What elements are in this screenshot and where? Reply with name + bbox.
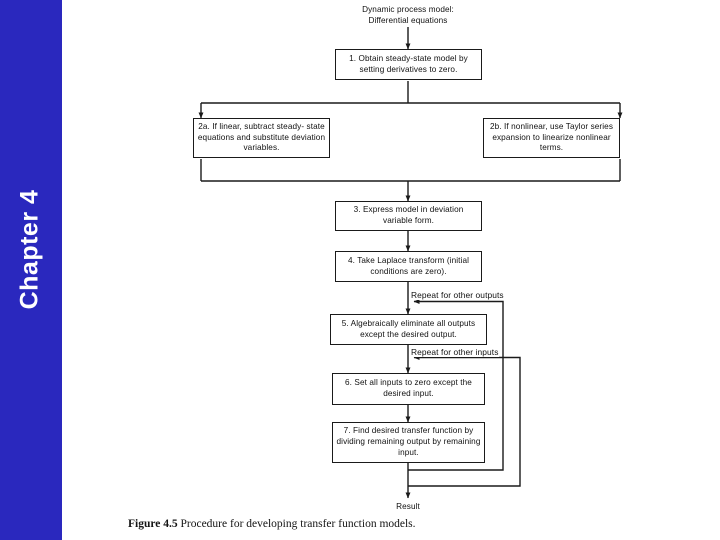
step-2a-linear-branch[interactable]: 2a. If linear, subtract steady- state eq…	[193, 118, 330, 158]
start-label: Dynamic process model: Differential equa…	[362, 5, 454, 26]
step-2b-nonlinear-branch[interactable]: 2b. If nonlinear, use Taylor series expa…	[483, 118, 620, 158]
repeat-inputs-label: Repeat for other inputs	[411, 347, 499, 358]
step-5-eliminate-outputs[interactable]: 5. Algebraically eliminate all outputs e…	[330, 314, 487, 345]
step-3-deviation-variable-form[interactable]: 3. Express model in deviation variable f…	[335, 201, 482, 231]
chapter-sidebar: Chapter 4	[0, 0, 62, 540]
step-6-zero-inputs[interactable]: 6. Set all inputs to zero except the des…	[332, 373, 485, 405]
chapter-label: Chapter 4	[15, 189, 44, 310]
step-7-find-transfer-function[interactable]: 7. Find desired transfer function by div…	[332, 422, 485, 463]
repeat-outputs-label: Repeat for other outputs	[411, 290, 504, 301]
figure-caption: Figure 4.5 Procedure for developing tran…	[128, 518, 416, 530]
step-1-steady-state-model[interactable]: 1. Obtain steady-state model by setting …	[335, 49, 482, 80]
step-4-laplace-transform[interactable]: 4. Take Laplace transform (initial condi…	[335, 251, 482, 282]
figure-4-5-flowchart: Dynamic process model: Differential equa…	[62, 0, 720, 540]
figure-caption-text: Procedure for developing transfer functi…	[180, 518, 416, 530]
figure-caption-number: Figure 4.5	[128, 518, 178, 530]
result-label: Result	[396, 502, 420, 511]
